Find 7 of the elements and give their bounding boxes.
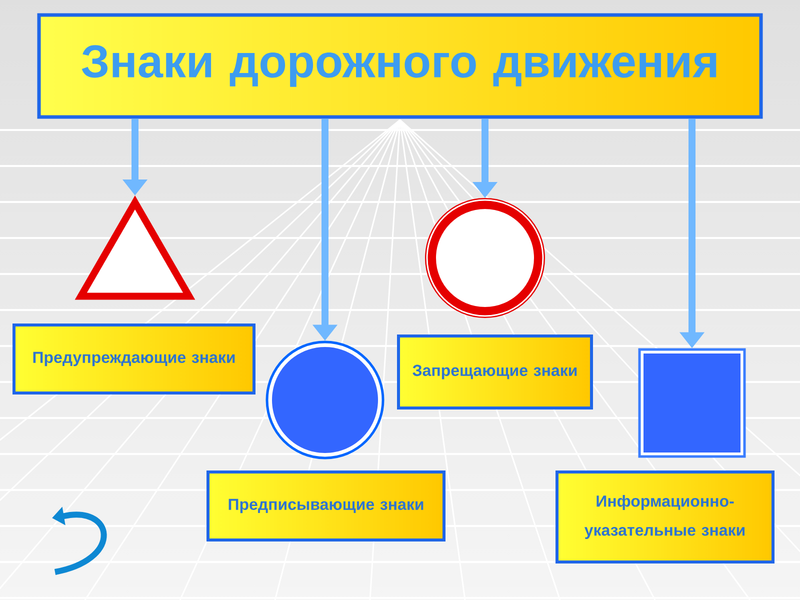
round-sign (266, 340, 384, 460)
label-box: Запрещающие знаки (397, 334, 593, 410)
label-box: Предупреждающие знаки (12, 324, 256, 394)
label-box: Предписывающие знаки (206, 470, 446, 542)
square-sign (638, 348, 746, 458)
label-box: Информационно-указательные знаки (556, 470, 774, 564)
title-banner: Знаки дорожного движения (37, 13, 763, 119)
